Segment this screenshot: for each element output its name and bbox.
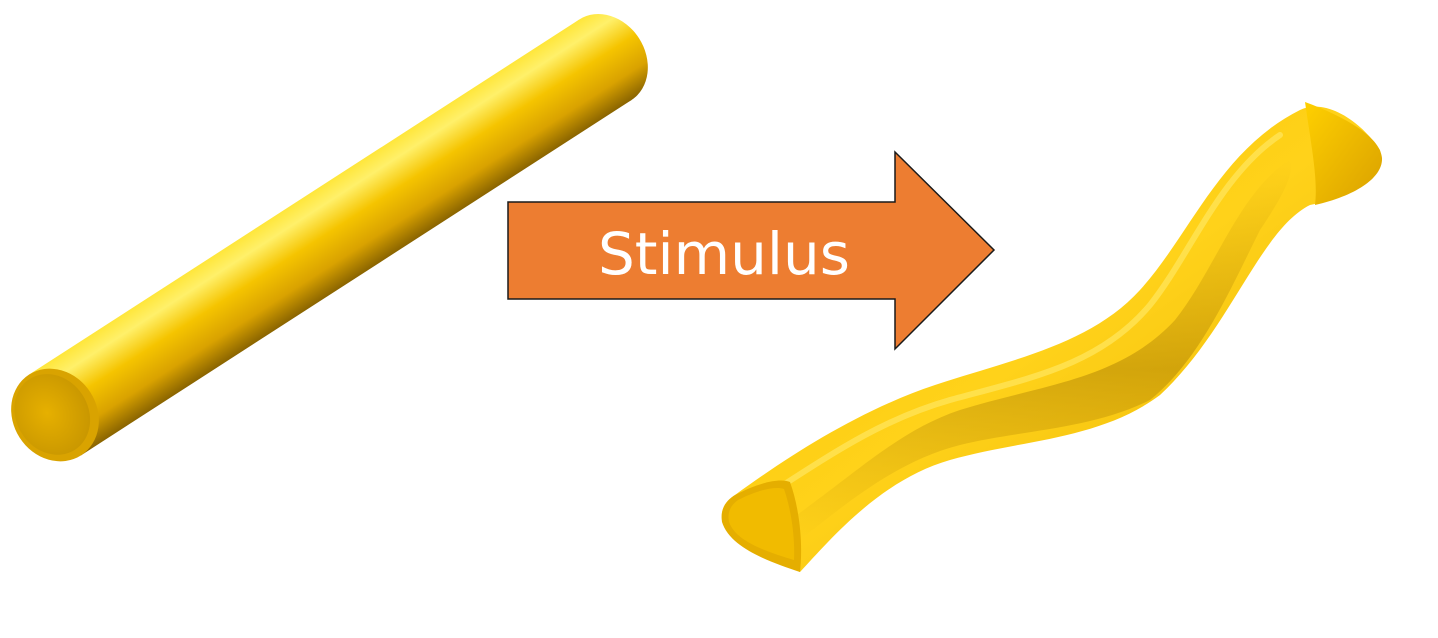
straight-rod-body bbox=[28, 19, 632, 456]
straight-rod bbox=[11, 14, 648, 462]
arrow-shape bbox=[507, 150, 996, 351]
wavy-rod bbox=[721, 102, 1383, 573]
straight-rod-end-cap-face bbox=[14, 374, 91, 455]
straight-rod-far-end bbox=[562, 14, 648, 106]
wavy-rod-shading bbox=[790, 160, 1291, 540]
wavy-rod-highlight bbox=[757, 132, 1283, 503]
wavy-rod-left-end-face bbox=[728, 488, 795, 560]
arrow-label: Stimulus bbox=[598, 220, 850, 288]
wavy-rod-right-end bbox=[1305, 102, 1383, 205]
stimulus-arrow: Stimulus bbox=[507, 150, 996, 351]
